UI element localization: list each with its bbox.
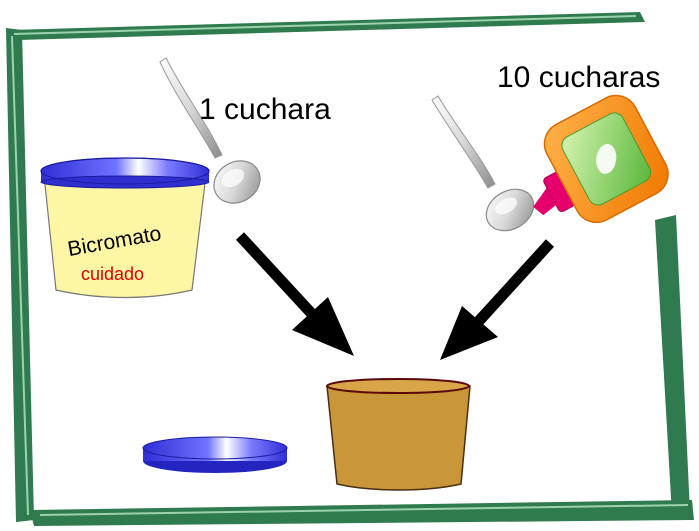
jar-warning-label: cuidado bbox=[81, 264, 144, 284]
right-spoon-label: 10 cucharas bbox=[497, 61, 660, 94]
bicromato-jar: Bicromato cuidado bbox=[40, 157, 210, 299]
arrow-right bbox=[440, 239, 555, 360]
left-spoon-label: 1 cuchara bbox=[199, 93, 331, 126]
mixing-cup bbox=[326, 378, 471, 491]
glue-bottle-icon bbox=[533, 94, 669, 224]
arrow-left bbox=[235, 232, 354, 356]
frame bbox=[6, 12, 694, 526]
left-spoon bbox=[159, 57, 261, 204]
spoon-icon bbox=[159, 57, 261, 204]
right-spoon bbox=[431, 95, 535, 232]
glue-bottle bbox=[533, 94, 669, 224]
spoon-icon bbox=[431, 95, 535, 232]
jar-lid bbox=[142, 436, 288, 473]
